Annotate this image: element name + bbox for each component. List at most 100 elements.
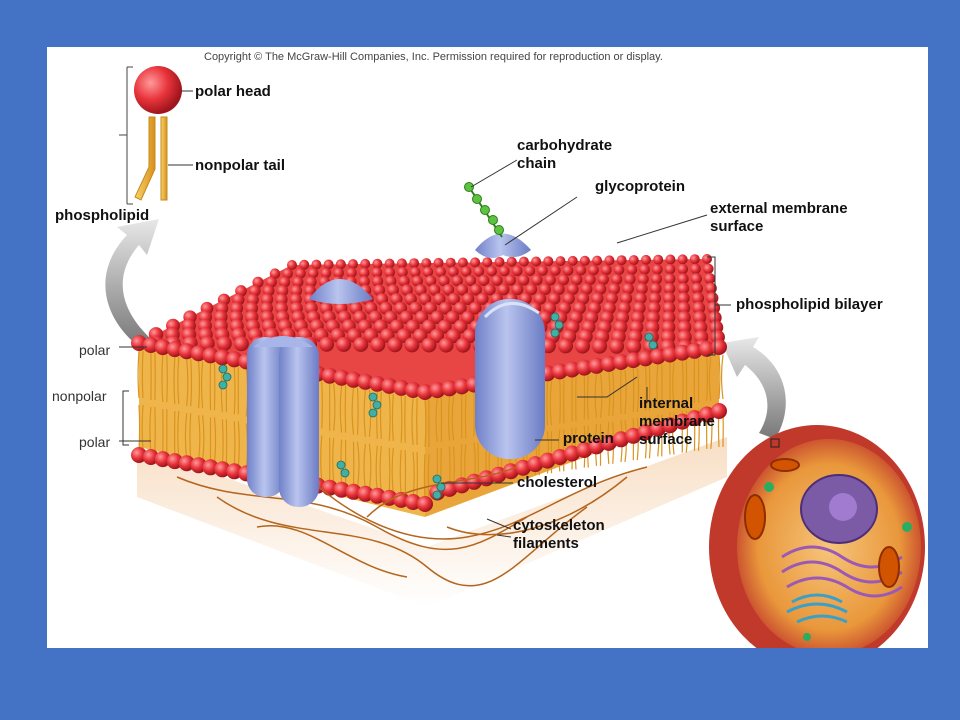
fatty-acid-tail	[138, 351, 139, 398]
fatty-acid-tail	[139, 405, 140, 451]
phospholipid-head	[609, 339, 624, 354]
fatty-acid-tail	[358, 388, 359, 435]
phospholipid-arrow	[105, 219, 159, 347]
phospholipid-head	[678, 264, 689, 275]
glycoprotein-blob	[475, 234, 531, 259]
fatty-acid-tail	[142, 351, 143, 398]
label-cytoskeleton-line2: filaments	[513, 535, 579, 553]
label-internal-surface-line2: membrane	[639, 413, 715, 431]
phospholipid-head	[446, 258, 456, 268]
label-cytoskeleton-line1: cytoskeleton	[513, 517, 605, 535]
phospholipid-head	[507, 257, 517, 267]
label-internal-surface-line1: internal	[639, 395, 693, 413]
phospholipid-head	[495, 257, 505, 267]
phospholipid-head	[458, 258, 468, 268]
phospholipid-head	[409, 258, 419, 268]
label-polar-top: polar	[79, 342, 110, 358]
phospholipid-head	[360, 259, 370, 269]
phospholipid-head	[563, 265, 574, 276]
fatty-acid-tail	[401, 396, 402, 443]
fatty-acid-tail	[707, 357, 708, 401]
phospholipid-head	[492, 275, 503, 286]
label-cholesterol: cholesterol	[517, 474, 597, 492]
label-carbohydrate-chain-line2: chain	[517, 155, 556, 173]
polar-head-ball	[134, 66, 182, 114]
phospholipid-head	[336, 259, 346, 269]
phospholipid-head	[624, 274, 635, 285]
phospholipid-head	[558, 338, 573, 353]
fatty-acid-tail	[588, 376, 589, 420]
phospholipid-head	[665, 255, 675, 265]
membrane-diagram	[47, 47, 928, 648]
phospholipid-head	[217, 336, 232, 351]
label-external-surface-line1: external membrane	[710, 200, 848, 218]
phospholipid-head	[704, 273, 715, 284]
phospholipid-head	[592, 256, 602, 266]
phospholipid-head	[499, 266, 510, 277]
label-glycoprotein: glycoprotein	[595, 178, 685, 196]
label-phospholipid: phospholipid	[55, 207, 149, 225]
phospholipid-head	[639, 264, 650, 275]
phospholipid-head	[336, 337, 351, 352]
phospholipid-head	[652, 264, 663, 275]
phospholipid-head	[537, 265, 548, 276]
fatty-acid-tail	[424, 454, 425, 500]
label-protein: protein	[563, 430, 614, 448]
phospholipid-head	[417, 496, 433, 512]
figure-panel: Copyright © The McGraw-Hill Companies, I…	[47, 47, 928, 648]
cell-arrow	[722, 337, 786, 439]
phospholipid-head	[690, 254, 700, 264]
fatty-acid-tail	[428, 454, 429, 500]
phospholipid-head	[482, 257, 492, 267]
label-polar-bottom: polar	[79, 434, 110, 450]
phospholipid-head	[641, 255, 651, 265]
phospholipid-head	[691, 273, 702, 284]
phospholipid-head	[422, 338, 437, 353]
transmembrane-protein-left	[247, 336, 319, 507]
phospholipid-head	[690, 264, 701, 275]
phospholipid-head	[653, 255, 663, 265]
phospholipid-head	[627, 264, 638, 275]
fatty-acid-tail	[547, 381, 548, 425]
phospholipid-head	[470, 257, 480, 267]
phospholipid-head	[505, 275, 516, 286]
phospholipid-head	[611, 274, 622, 285]
phospholipid-head	[543, 256, 553, 266]
label-nonpolar: nonpolar	[52, 388, 107, 404]
phospholipid-head	[638, 274, 649, 285]
phospholipid-head	[234, 336, 249, 351]
phospholipid-head	[421, 258, 431, 268]
phospholipid-head	[576, 265, 587, 276]
carbohydrate-chain	[465, 183, 504, 238]
phospholipid-head	[711, 339, 727, 355]
phospholipid-head	[626, 339, 641, 354]
phospholipid-head	[629, 255, 639, 265]
fatty-acid-tail	[722, 355, 723, 399]
label-polar-head: polar head	[195, 83, 271, 101]
phospholipid-head	[434, 258, 444, 268]
phospholipid-head	[397, 258, 407, 268]
fatty-acid-tail	[322, 382, 323, 429]
transmembrane-protein-right	[475, 299, 545, 459]
label-carbohydrate-chain-line1: carbohydrate	[517, 137, 612, 155]
phospholipid-head	[588, 265, 599, 276]
cell-illustration	[709, 425, 925, 648]
phospholipid-head	[319, 337, 334, 352]
phospholipid-head	[439, 338, 454, 353]
phospholipid-head	[703, 264, 714, 275]
phospholipid-head	[601, 265, 612, 276]
phospholipid-head	[617, 255, 627, 265]
phospholipid-head	[519, 257, 529, 267]
phospholipid-head	[404, 337, 419, 352]
label-internal-surface-line3: surface	[639, 431, 692, 449]
phospholipid-head	[592, 339, 607, 354]
phospholipid-head	[550, 265, 561, 276]
phospholipid-head	[348, 259, 358, 269]
phospholipid-head	[512, 266, 523, 277]
fatty-acid-tail	[719, 355, 720, 399]
label-external-surface-line2: surface	[710, 218, 763, 236]
phospholipid-head	[604, 255, 614, 265]
fatty-acid-tail	[234, 421, 235, 467]
phospholipid-head	[525, 266, 536, 277]
fatty-acid-tail	[167, 355, 168, 402]
